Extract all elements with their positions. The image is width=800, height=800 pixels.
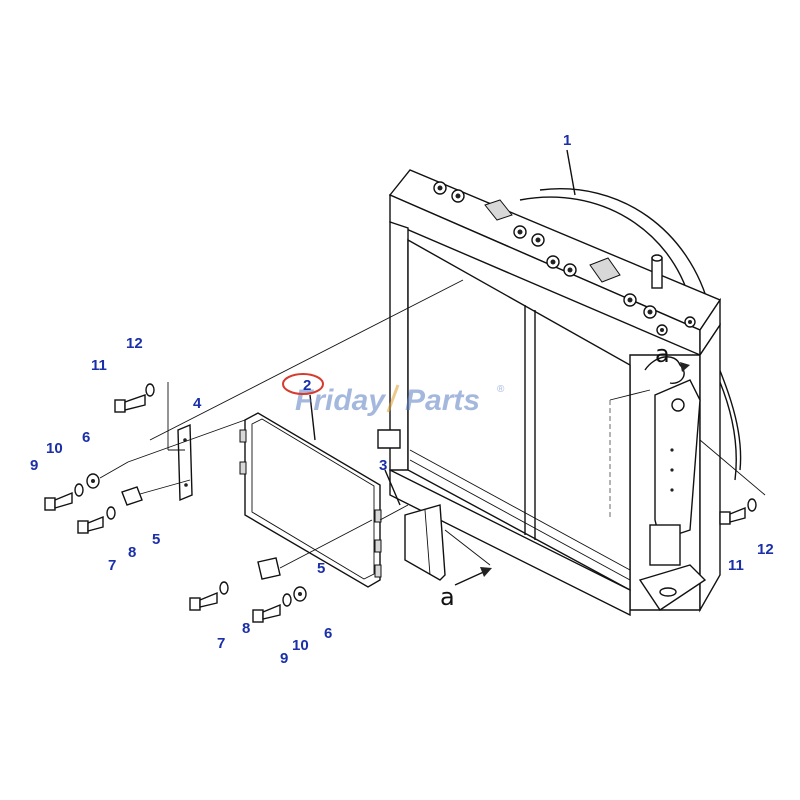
view-label-a-side: a [655, 340, 670, 368]
nut-6-bottom [293, 586, 307, 602]
bolt-7-top [77, 515, 104, 534]
washer-8-top [106, 506, 116, 520]
callout-12-left: 12 [126, 335, 143, 352]
assembly-lines [99, 149, 766, 569]
callout-7-top: 7 [108, 557, 116, 574]
callout-8-top: 8 [128, 544, 136, 561]
view-label-a-front: a [440, 583, 455, 611]
bolt-9-bottom [252, 603, 281, 623]
view-arrow-a: a [440, 567, 492, 611]
callout-12-right: 12 [757, 541, 774, 558]
watermark-text-left: Friday [295, 384, 386, 417]
callout-11-left: 11 [91, 357, 107, 374]
highlight-ring [282, 373, 324, 395]
watermark-logo: Friday Parts ® [295, 384, 505, 417]
callout-4: 4 [193, 395, 202, 412]
washer-12-left [145, 383, 155, 397]
callout-6-top: 6 [82, 429, 90, 446]
callout-6-bottom: 6 [324, 625, 332, 642]
callout-11-right: 11 [728, 557, 744, 574]
callout-8-bottom: 8 [242, 620, 250, 637]
bolt-9-top [44, 491, 73, 511]
watermark-text-right: Parts [405, 384, 480, 417]
bracket-part-3 [404, 504, 446, 581]
bracket-part-4 [177, 423, 193, 502]
nut-6-top [86, 473, 100, 489]
callout-9-top: 9 [30, 457, 38, 474]
bolt-11-right [719, 506, 746, 525]
callout-labels: 1 2 3 4 5 5 6 6 7 7 8 8 9 9 10 10 11 11 … [30, 132, 774, 667]
radiator-assembly [377, 169, 742, 617]
callout-9-bottom: 9 [280, 650, 288, 667]
bolt-7-bottom [189, 591, 218, 611]
washer-10-top [74, 483, 84, 497]
callout-10-top: 10 [46, 440, 63, 457]
washer-10-bottom [282, 593, 292, 607]
callout-10-bottom: 10 [292, 637, 309, 654]
bolt-11-left [114, 394, 146, 413]
callout-1: 1 [563, 132, 571, 149]
top-tank-bolts [433, 181, 696, 336]
callout-2: 2 [303, 377, 311, 394]
callout-3: 3 [379, 457, 387, 474]
washer-12-right [747, 498, 757, 512]
callout-5-top: 5 [152, 531, 160, 548]
cover-panel [239, 412, 382, 588]
washer-8-bottom [219, 581, 229, 595]
callout-7-bottom: 7 [217, 635, 225, 652]
plate-part-5-top [121, 486, 143, 506]
watermark-mark: ® [497, 384, 505, 395]
callout-5-bottom: 5 [317, 560, 325, 577]
plate-part-5-bottom [257, 557, 281, 580]
